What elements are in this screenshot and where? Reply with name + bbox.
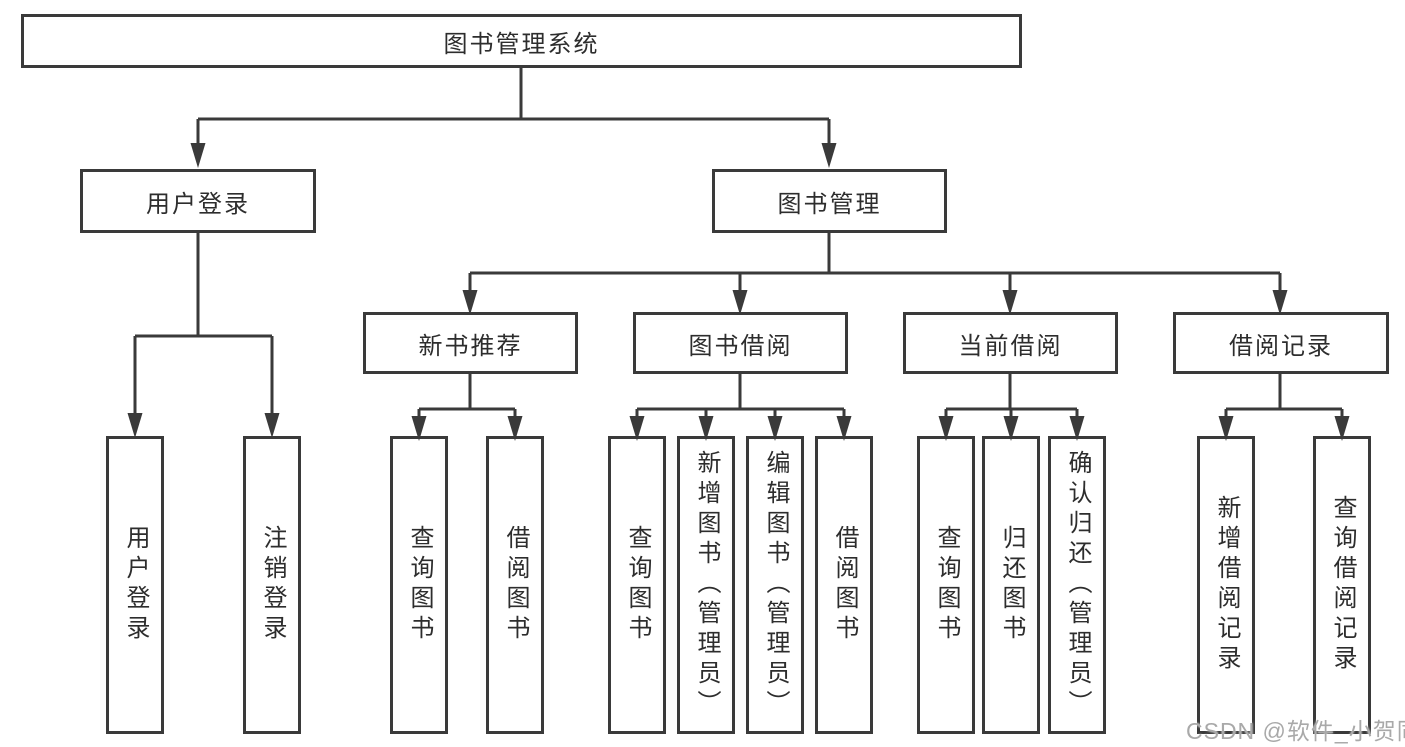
node-label: 图书借阅 — [688, 332, 793, 360]
node-label: 新增图书（管理员） — [693, 450, 720, 720]
node-label: 查询图书 — [624, 525, 651, 645]
node-root: 图书管理系统 — [21, 14, 1022, 68]
node-label: 用户登录 — [146, 190, 250, 218]
watermark: CSDN @软件_小贺同学 — [1186, 718, 1405, 744]
node-current-borrowing: 当前借阅 — [903, 312, 1118, 374]
node-label: 借阅记录 — [1229, 332, 1333, 360]
node-book-management: 图书管理 — [712, 169, 947, 233]
leaf-borrowing-edit-book-admin: 编辑图书（管理员） — [746, 436, 804, 734]
node-label: 归还图书 — [998, 525, 1025, 645]
leaf-borrowing-borrow-books: 借阅图书 — [815, 436, 873, 734]
leaf-current-confirm-return-admin: 确认归还（管理员） — [1048, 436, 1106, 734]
node-label: 借阅图书 — [502, 525, 529, 645]
node-label: 用户登录 — [122, 525, 149, 645]
leaf-current-query-books: 查询图书 — [917, 436, 975, 734]
node-new-book-recommend: 新书推荐 — [363, 312, 578, 374]
leaf-borrowing-query-books: 查询图书 — [608, 436, 666, 734]
node-borrow-records: 借阅记录 — [1173, 312, 1389, 374]
node-label: 图书管理 — [777, 190, 882, 218]
node-book-borrowing: 图书借阅 — [633, 312, 848, 374]
node-label: 查询图书 — [933, 525, 960, 645]
node-label: 查询借阅记录 — [1329, 495, 1356, 675]
node-label: 编辑图书（管理员） — [762, 450, 789, 720]
node-label: 新书推荐 — [418, 332, 523, 360]
leaf-borrowing-add-book-admin: 新增图书（管理员） — [677, 436, 735, 734]
leaf-records-add-record: 新增借阅记录 — [1197, 436, 1255, 734]
node-label: 新增借阅记录 — [1213, 495, 1240, 675]
node-label: 查询图书 — [406, 525, 433, 645]
leaf-newbooks-borrow-books: 借阅图书 — [486, 436, 544, 734]
node-label: 图书管理系统 — [443, 30, 600, 58]
leaf-logout: 注销登录 — [243, 436, 301, 734]
node-label: 当前借阅 — [958, 332, 1063, 360]
node-label: 确认归还（管理员） — [1064, 450, 1091, 720]
leaf-current-return-books: 归还图书 — [982, 436, 1040, 734]
leaf-newbooks-query-books: 查询图书 — [390, 436, 448, 734]
leaf-user-login: 用户登录 — [106, 436, 164, 734]
node-label: 借阅图书 — [831, 525, 858, 645]
leaf-records-query-record: 查询借阅记录 — [1313, 436, 1371, 734]
node-user-login: 用户登录 — [80, 169, 316, 233]
node-label: 注销登录 — [259, 525, 286, 645]
